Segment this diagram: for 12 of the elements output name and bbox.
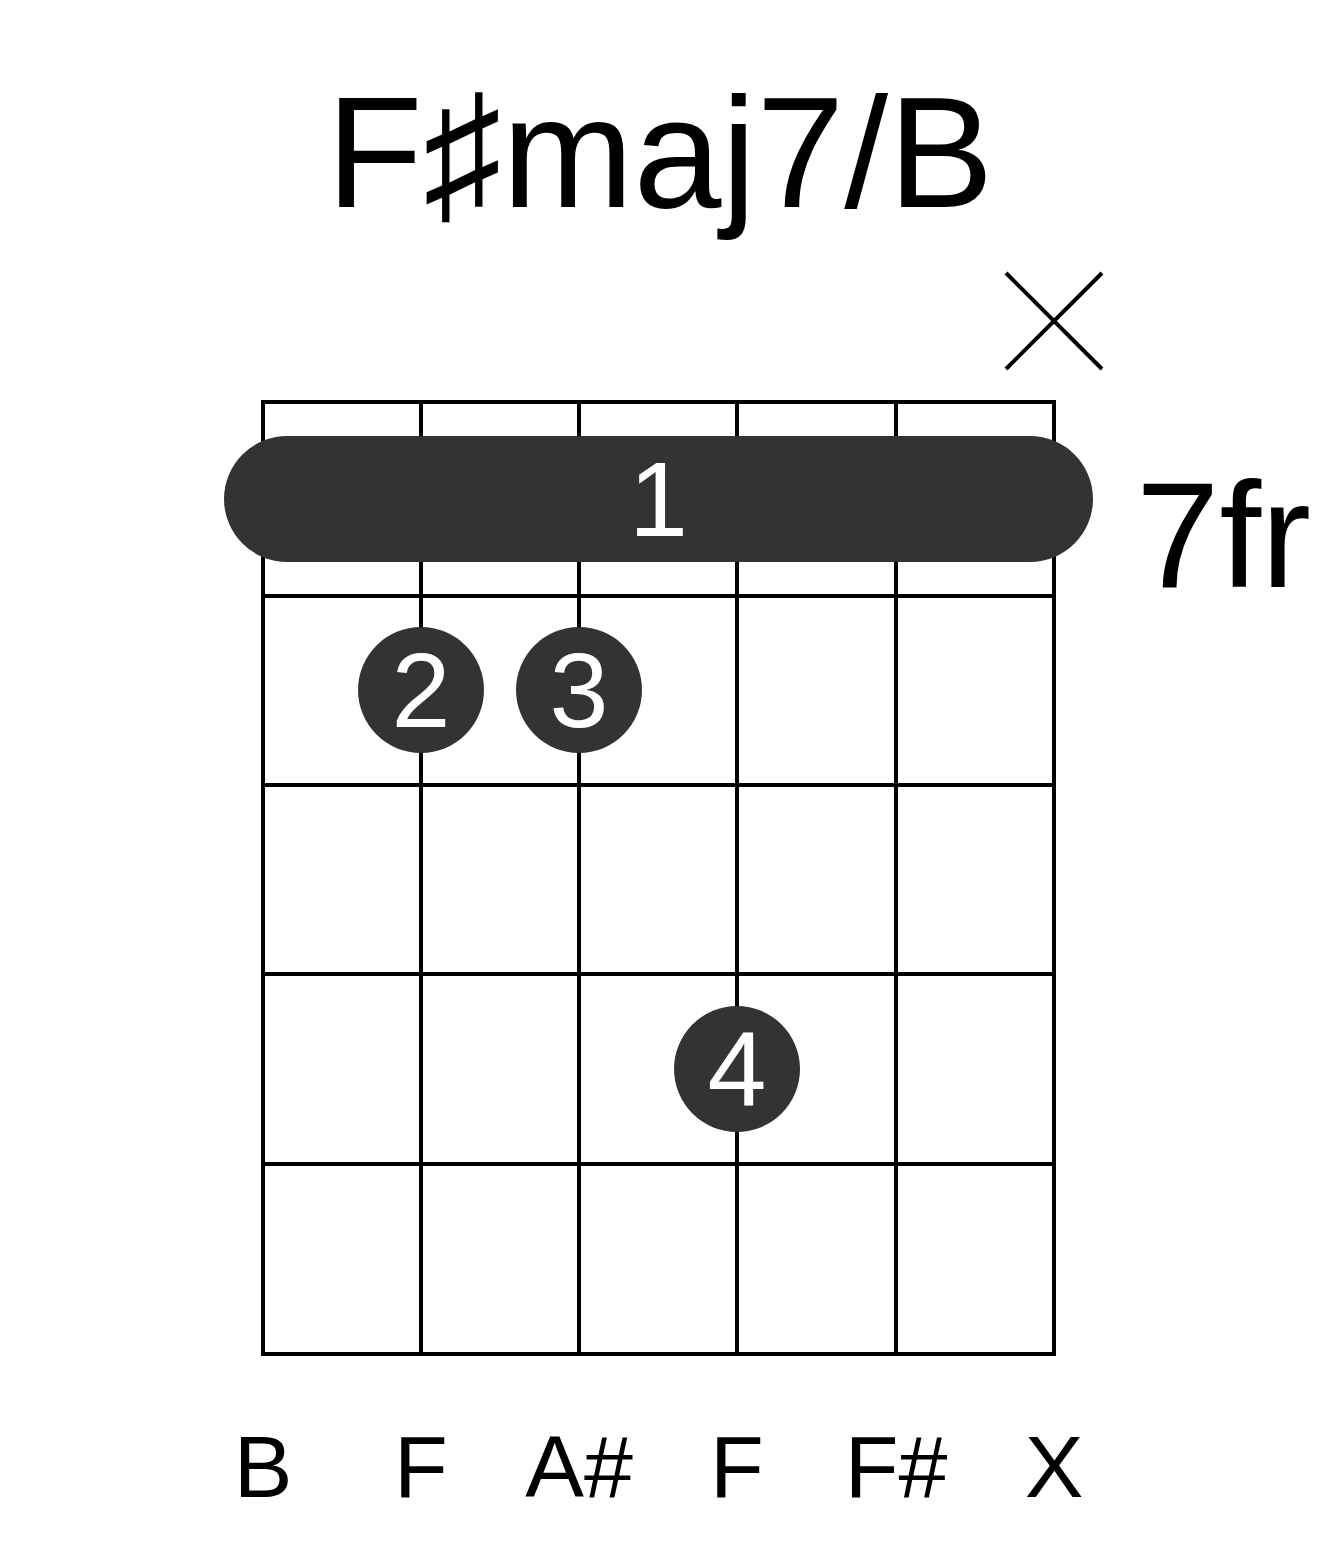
string-note-label: A# <box>525 1423 633 1511</box>
finger-number: 2 <box>391 637 451 743</box>
fret-position-label: 7fr <box>1136 460 1312 610</box>
chord-title: F♯maj7/B <box>326 63 994 243</box>
string-note-label: X <box>1024 1423 1084 1511</box>
finger-number: 4 <box>707 1016 767 1122</box>
finger-number: 1 <box>629 446 688 552</box>
string-note-label: F# <box>844 1423 948 1511</box>
string-note-label: B <box>233 1423 293 1511</box>
string-note-label: F <box>710 1423 764 1511</box>
string-note-label: F <box>394 1423 448 1511</box>
finger-number: 3 <box>549 637 609 743</box>
